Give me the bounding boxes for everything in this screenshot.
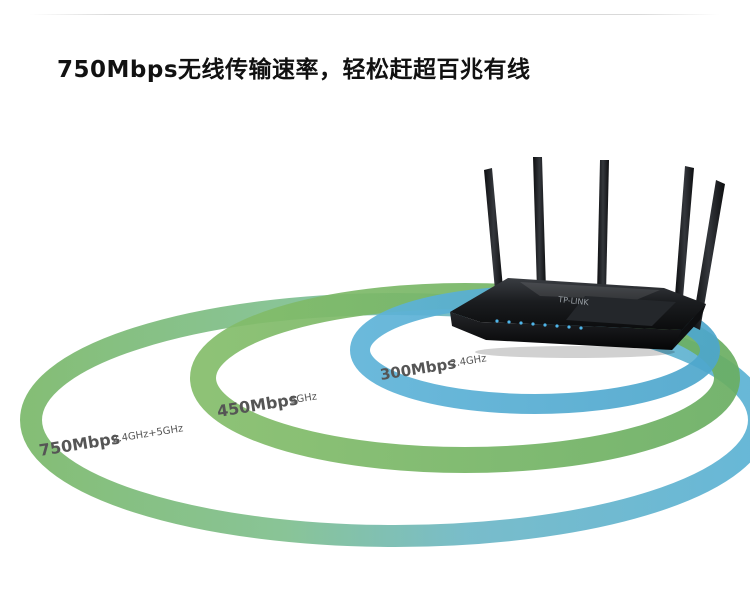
- router-image: TP-LINK: [450, 157, 725, 358]
- antenna-1: [484, 168, 503, 290]
- label-300mbps: 300Mbps 2.4GHz: [379, 353, 488, 384]
- page-headline: 750Mbps无线传输速率，轻松赶超百兆有线: [57, 57, 531, 83]
- antenna-4: [675, 166, 694, 298]
- label-450mbps: 450Mbps 5GHz: [216, 389, 318, 421]
- router-brand-logo: TP-LINK: [557, 295, 590, 307]
- label-750mbps-band: 2.4GHz+5GHz: [112, 423, 185, 445]
- label-750mbps-speed: 750Mbps: [38, 428, 122, 460]
- label-450mbps-band: 5GHz: [290, 391, 318, 406]
- antenna-5: [692, 180, 725, 330]
- antenna-2: [533, 157, 546, 290]
- router-led-row: [495, 319, 583, 330]
- label-750mbps: 750Mbps 2.4GHz+5GHz: [38, 423, 185, 460]
- label-300mbps-band: 2.4GHz: [450, 353, 488, 370]
- antenna-3: [597, 160, 609, 294]
- top-divider: [30, 14, 720, 15]
- label-300mbps-speed: 300Mbps: [379, 354, 458, 384]
